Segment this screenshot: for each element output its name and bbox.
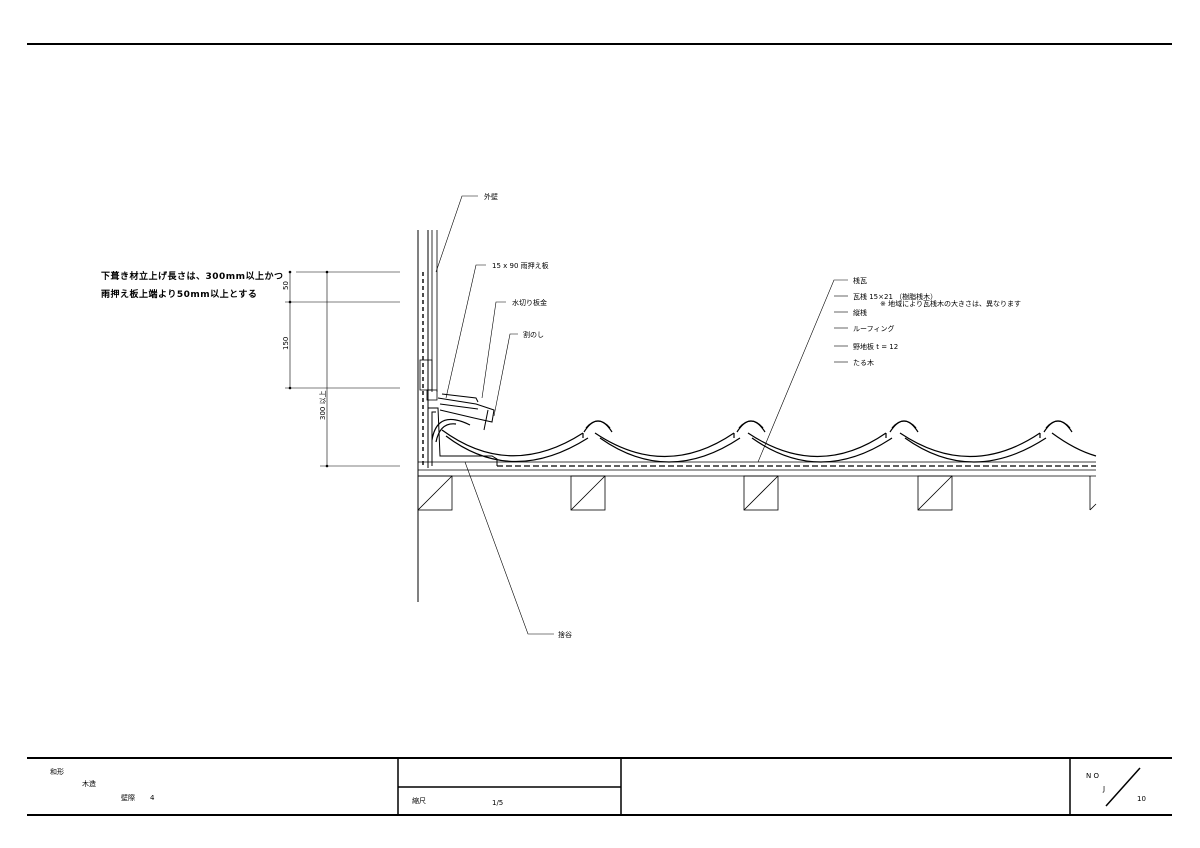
tb-cat3-num: 4: [150, 794, 155, 802]
roof-structure: [418, 461, 1096, 477]
dim-150: 150: [282, 337, 290, 350]
label-nojiita: 野地板 t = 12: [853, 342, 898, 351]
label-kawarasan-note: ※ 地域により瓦桟木の大きさは、異なります: [880, 299, 1021, 308]
label-sutetani: 捨谷: [558, 630, 572, 639]
tb-cat2: 木造: [82, 779, 96, 788]
dim-300: 300 以上: [318, 390, 327, 420]
label-amaosae: 15 x 90 雨押え板: [492, 261, 549, 270]
roof-tiles: [431, 418, 1097, 463]
label-tatesan: 縦桟: [853, 308, 867, 317]
label-sangawara: 桟瓦: [853, 276, 867, 285]
tb-no-label: N O: [1086, 772, 1099, 780]
dim-50: 50: [282, 281, 290, 290]
label-gaiheki: 外壁: [484, 192, 498, 201]
note-line-2: 雨押え板上端より50mm以上とする: [101, 288, 257, 300]
dimension-lines: [285, 270, 400, 468]
label-roofing: ルーフィング: [853, 324, 894, 333]
tb-scale-label: 縮尺: [412, 796, 426, 805]
tb-cat3: 壁際: [121, 793, 135, 802]
label-kawarasan: 瓦桟 15×21 （樹脂桟木）: [853, 292, 937, 301]
tb-cat1: 和形: [50, 767, 64, 776]
tb-no-mark: J: [1102, 785, 1105, 793]
flashing: [427, 393, 498, 466]
tb-scale-value: 1/5: [492, 799, 503, 807]
leader-lines: [435, 195, 848, 635]
wall: [417, 230, 438, 602]
rafters: [417, 475, 1097, 511]
label-taruki: たる木: [853, 358, 874, 367]
tb-no-value: 10: [1137, 795, 1146, 803]
label-wari-noshi: 割のし: [523, 330, 544, 339]
note-line-1: 下葺き材立上げ長さは、300mm以上かつ: [101, 270, 284, 282]
label-mizukiri: 水切り板金: [512, 298, 547, 307]
title-block: [27, 757, 1172, 816]
